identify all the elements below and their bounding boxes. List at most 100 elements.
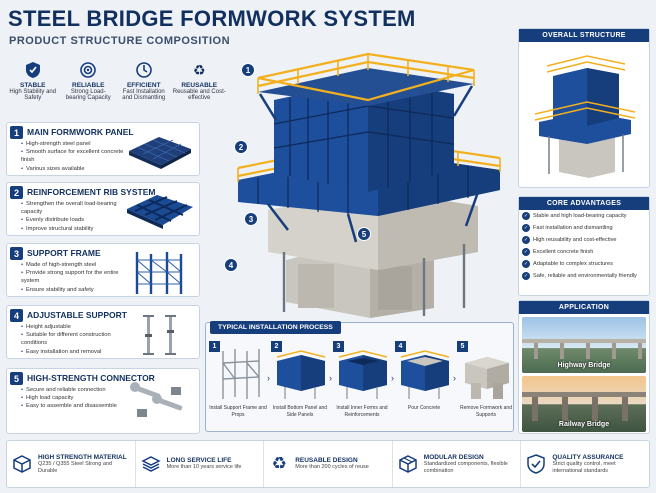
callout-5: 5 <box>357 227 371 241</box>
feature-desc: Strong Load-bearing Capacity <box>65 89 111 101</box>
box-icon <box>397 453 419 475</box>
step-label: Install Inner Forms and Reinforcements <box>336 405 388 418</box>
list-item: Made of high-strength steel <box>21 261 125 269</box>
bottom-feature-title: MODULAR DESIGN <box>423 453 484 461</box>
shield-icon <box>6 60 60 80</box>
step-image <box>276 350 326 399</box>
feature-desc: Fast Installation and Dismantling <box>122 89 166 101</box>
component-number: 2 <box>10 186 23 199</box>
component-title: REINFORCEMENT RIB SYSTEM <box>27 187 156 197</box>
list-item: Evenly distribute loads <box>21 216 125 224</box>
overall-structure-image <box>534 55 636 178</box>
list-item: High reusability and cost-effective <box>519 234 649 246</box>
component-title: ADJUSTABLE SUPPORT <box>27 310 127 320</box>
bottom-feature-desc: Standardized components, flexible combin… <box>423 460 508 474</box>
recycle-icon: ♻ <box>192 61 206 78</box>
list-item: Improve structural stability <box>21 225 125 233</box>
component-card-support-frame: 3 SUPPORT FRAME Made of high-strength st… <box>6 243 200 297</box>
callout-1: 1 <box>241 63 255 77</box>
step-number: 5 <box>457 341 468 352</box>
component-list: Made of high-strength steel Provide stro… <box>21 261 125 294</box>
step-label: Remove Formwork and Supports <box>460 405 512 418</box>
bottom-feature-title: REUSABLE DESIGN <box>295 457 358 464</box>
feature-reliable: RELIABLE Strong Load-bearing Capacity <box>62 60 116 118</box>
panel-title: APPLICATION <box>519 301 649 314</box>
step-image <box>465 357 509 399</box>
arrow-right-icon: › <box>391 373 394 383</box>
highway-bridge-photo: Highway Bridge <box>522 317 646 373</box>
page-title: STEEL BRIDGE FORMWORK SYSTEM <box>8 6 416 31</box>
bottom-feature-desc: More than 10 years service life <box>166 464 242 470</box>
list-item: Smooth surface for excellent concrete fi… <box>21 148 125 164</box>
bottom-feature-title: LONG SERVICE LIFE <box>166 457 232 464</box>
component-card-connector: 5 HIGH-STRENGTH CONNECTOR Secure and rel… <box>6 368 200 434</box>
connector-image <box>130 382 183 417</box>
list-item: Easy installation and removal <box>21 348 125 356</box>
photo-caption: Highway Bridge <box>557 362 611 369</box>
process-step-3: 3 Install Inner Forms and Reinforcements <box>333 341 391 429</box>
frame-image <box>135 252 183 294</box>
list-item: Fast installation and dismantling <box>519 222 649 234</box>
core-advantages-panel: CORE ADVANTAGES Stable and high load-bea… <box>518 196 650 296</box>
feature-efficient: EFFICIENT Fast Installation and Dismantl… <box>117 60 171 118</box>
feature-stable: STABLE High Stability and Safety <box>6 60 60 118</box>
component-number: 3 <box>10 247 23 260</box>
overall-structure-panel: OVERALL STRUCTURE <box>518 28 650 188</box>
component-list: Secure and reliable connection High load… <box>21 386 125 411</box>
arrow-right-icon: › <box>453 373 456 383</box>
list-item: Easy to assemble and disassemble <box>21 402 125 410</box>
component-list: High-strength steel panel Smooth surface… <box>21 140 125 173</box>
target-icon <box>62 60 116 80</box>
list-item: Strengthen the overall load-bearing capa… <box>21 200 125 216</box>
process-step-2: 2 Install Bottom Panel and Side Panels <box>271 341 329 429</box>
bottom-feature-desc: Strict quality control, meet internation… <box>552 460 616 474</box>
list-item: Provide strong support for the entire sy… <box>21 269 125 285</box>
component-list: Height adjustable Suitable for different… <box>21 323 125 356</box>
component-card-adjustable-support: 4 ADJUSTABLE SUPPORT Height adjustable S… <box>6 305 200 359</box>
step-label: Install Bottom Panel and Side Panels <box>272 405 328 418</box>
component-list: Strengthen the overall load-bearing capa… <box>21 200 125 233</box>
bottom-feature-desc: Q235 / Q355 Steel Strong and Durable <box>38 460 112 474</box>
callout-4: 4 <box>224 258 238 272</box>
railway-bridge-photo: Railway Bridge <box>522 376 646 432</box>
arrow-right-icon: › <box>267 373 270 383</box>
installation-process-panel: TYPICAL INSTALLATION PROCESS 1 Install S… <box>205 321 515 432</box>
list-item: High-strength steel panel <box>21 140 125 148</box>
list-item: Safe, reliable and environmentally frien… <box>519 270 649 282</box>
list-item: Height adjustable <box>21 323 125 331</box>
step-number: 3 <box>333 341 344 352</box>
step-label: Pour Concrete <box>407 405 441 411</box>
process-step-4: 4 Pour Concrete <box>395 341 453 429</box>
list-item: Stable and high load-bearing capacity <box>519 210 649 222</box>
panel-title: CORE ADVANTAGES <box>519 197 649 210</box>
component-card-main-panel: 1 MAIN FORMWORK PANEL High-strength stee… <box>6 122 200 176</box>
list-item: Suitable for different construction cond… <box>21 331 125 347</box>
clock-icon <box>117 60 171 80</box>
step-number: 2 <box>271 341 282 352</box>
rib-image <box>127 195 193 229</box>
component-title: MAIN FORMWORK PANEL <box>27 127 134 137</box>
layers-icon <box>140 453 162 475</box>
panel-image <box>129 137 191 169</box>
step-image <box>338 350 388 399</box>
list-item: Various sizes available <box>21 165 125 173</box>
bottom-feature-desc: More than 200 cycles of reuse <box>295 464 369 470</box>
process-step-5: 5 Remove Formwork and Supports <box>457 341 515 429</box>
callout-2: 2 <box>234 140 248 154</box>
recycle-icon: ♻ <box>271 454 287 473</box>
component-number: 1 <box>10 126 23 139</box>
feature-desc: Reusable and Cost-effective <box>172 89 226 101</box>
step-image <box>222 349 260 399</box>
cube-steel-icon <box>11 453 33 475</box>
bottom-feature-title: HIGH STRENGTH MATERIAL <box>38 453 127 461</box>
panel-title: OVERALL STRUCTURE <box>519 29 649 42</box>
step-image <box>400 350 450 399</box>
page-subtitle: PRODUCT STRUCTURE COMPOSITION <box>9 35 231 47</box>
component-title: HIGH-STRENGTH CONNECTOR <box>27 373 155 383</box>
list-item: High load capacity <box>21 394 125 402</box>
advantages-list: Stable and high load-bearing capacity Fa… <box>519 210 649 282</box>
list-item: Ensure stability and safety <box>21 286 125 294</box>
